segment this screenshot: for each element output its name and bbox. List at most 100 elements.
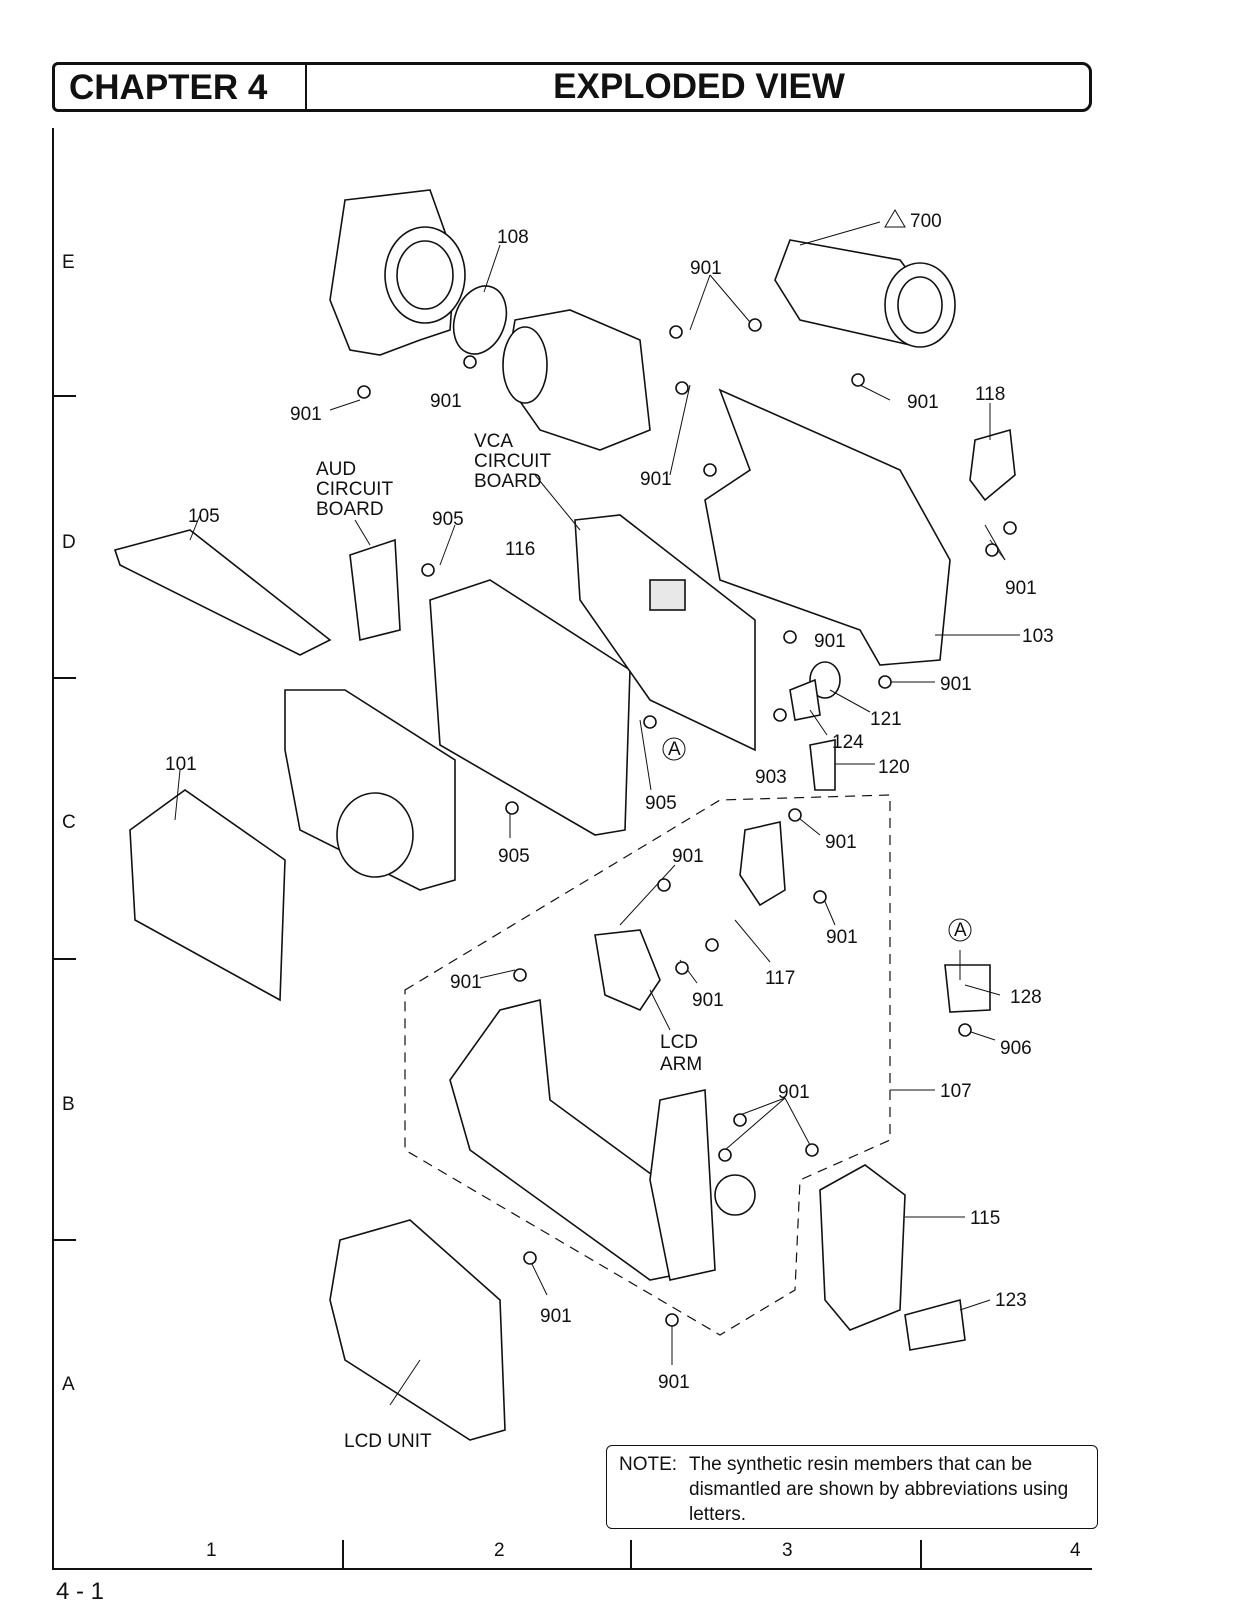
label-117: 117 <box>765 968 795 989</box>
mechanism-part <box>284 689 456 891</box>
circled-a-marker <box>948 918 972 942</box>
label-901: 901 <box>672 846 704 867</box>
part-118 <box>969 428 1016 502</box>
aud-board-part <box>349 538 401 641</box>
lens-block-part <box>502 309 651 451</box>
chapter-header: CHAPTER 4 EXPLODED VIEW <box>52 62 1092 112</box>
label-vca-1: VCA <box>474 431 513 452</box>
row-divider <box>52 1239 76 1241</box>
label-circled-a: A <box>668 739 681 760</box>
screw-markers <box>357 318 1017 1327</box>
col-label-1: 1 <box>206 1540 217 1561</box>
label-105: 105 <box>188 506 220 527</box>
part-124 <box>789 678 821 721</box>
part-121 <box>809 661 841 699</box>
warning-triangle-icon <box>884 209 906 228</box>
label-108: 108 <box>497 227 529 248</box>
label-107: 107 <box>940 1081 972 1102</box>
label-901: 901 <box>450 972 482 993</box>
leader-lines <box>174 221 1020 1406</box>
part-123 <box>904 1298 966 1351</box>
row-divider <box>52 395 76 397</box>
front-cover-part <box>329 189 466 356</box>
label-905: 905 <box>645 793 677 814</box>
label-121: 121 <box>870 709 902 730</box>
col-label-3: 3 <box>782 1540 793 1561</box>
label-vca-3: BOARD <box>474 471 542 492</box>
label-circled-a: A <box>954 920 967 941</box>
label-lcd-arm-1: LCD <box>660 1032 698 1053</box>
viewfinder-700-part <box>774 239 956 348</box>
label-901: 901 <box>430 391 462 412</box>
label-901: 901 <box>907 392 939 413</box>
label-901: 901 <box>658 1372 690 1393</box>
frame-left-border <box>52 128 54 1570</box>
label-aud-3: BOARD <box>316 499 384 520</box>
vca-board-part <box>574 514 756 752</box>
label-901: 901 <box>540 1306 572 1327</box>
col-divider <box>342 1540 344 1568</box>
col-label-4: 4 <box>1070 1540 1081 1561</box>
label-128: 128 <box>1010 987 1042 1008</box>
row-label-e: E <box>62 252 75 273</box>
label-124: 124 <box>832 732 864 753</box>
label-901: 901 <box>940 674 972 695</box>
cassette-cover-101-part <box>129 789 286 1002</box>
page-number: 4 - 1 <box>56 1578 105 1605</box>
row-label-a: A <box>62 1374 75 1395</box>
row-label-b: B <box>62 1094 75 1115</box>
ring-108-part <box>452 285 508 355</box>
part-115 <box>819 1164 906 1331</box>
label-123: 123 <box>995 1290 1027 1311</box>
label-115: 115 <box>970 1208 1000 1229</box>
label-901: 901 <box>640 469 672 490</box>
label-700: 700 <box>910 211 942 232</box>
label-aud-1: AUD <box>316 459 356 480</box>
label-101: 101 <box>165 754 197 775</box>
lcd-arm-part <box>594 929 661 1011</box>
label-lcd-arm-2: ARM <box>660 1054 702 1075</box>
part-128 <box>944 964 991 1013</box>
label-901: 901 <box>692 990 724 1011</box>
vca-chip <box>649 579 686 611</box>
label-901: 901 <box>290 404 322 425</box>
label-118: 118 <box>975 384 1005 405</box>
frame-bottom-border <box>52 1568 1092 1570</box>
label-901: 901 <box>826 927 858 948</box>
col-divider <box>920 1540 922 1568</box>
label-901: 901 <box>690 258 722 279</box>
row-divider <box>52 677 76 679</box>
bracket-107-part <box>739 821 786 907</box>
note-text: The synthetic resin members that can be … <box>689 1454 1069 1525</box>
label-905: 905 <box>498 846 530 867</box>
label-103: 103 <box>1022 626 1054 647</box>
circled-a-marker <box>662 737 686 761</box>
col-divider <box>630 1540 632 1568</box>
part-105 <box>113 529 332 656</box>
label-903: 903 <box>755 767 787 788</box>
row-label-c: C <box>62 812 76 833</box>
speaker-part <box>714 1174 756 1216</box>
label-116: 116 <box>505 539 535 560</box>
label-aud-2: CIRCUIT <box>316 479 393 500</box>
label-901: 901 <box>825 832 857 853</box>
label-905: 905 <box>432 509 464 530</box>
label-lcd-unit: LCD UNIT <box>344 1431 432 1452</box>
note-heading: NOTE: <box>619 1454 678 1475</box>
part-labels: 108 700 901 901 901 901 118 901 VCA CIRC… <box>165 211 1054 1452</box>
label-901: 901 <box>1005 578 1037 599</box>
label-901: 901 <box>814 631 846 652</box>
row-label-d: D <box>62 532 76 553</box>
row-divider <box>52 958 76 960</box>
chassis-116-part <box>429 579 631 836</box>
col-label-2: 2 <box>494 1540 505 1561</box>
lcd-unit-part <box>329 1219 506 1441</box>
chapter-label: CHAPTER 4 <box>55 65 307 109</box>
note-box: NOTE: The synthetic resin members that c… <box>606 1445 1098 1529</box>
page-title: EXPLODED VIEW <box>553 67 845 106</box>
label-120: 120 <box>878 757 910 778</box>
label-vca-2: CIRCUIT <box>474 451 551 472</box>
label-901: 901 <box>778 1082 810 1103</box>
part-120 <box>809 739 836 791</box>
